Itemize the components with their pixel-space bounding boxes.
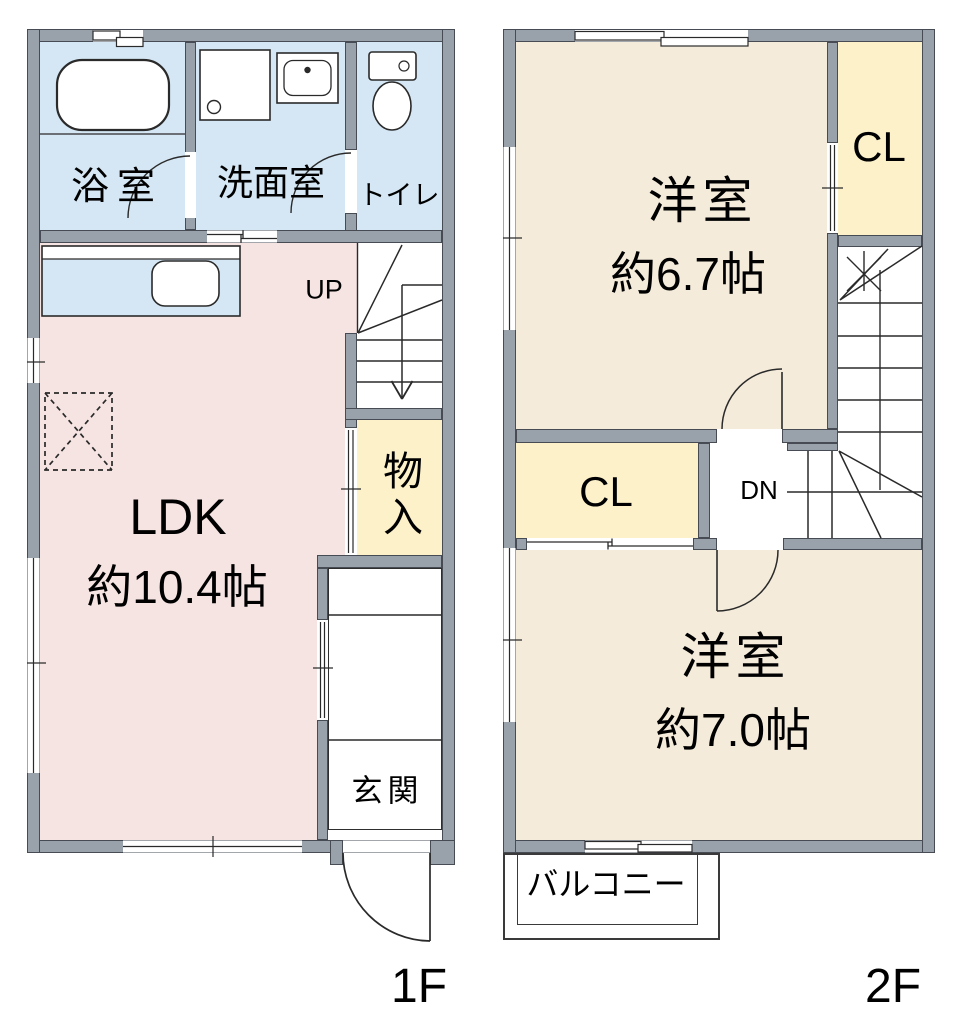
wall-closetA-bottom [838, 235, 922, 247]
entrance-corridor [328, 568, 442, 830]
closetB-label: CL [579, 468, 633, 515]
room-bedroom-b [516, 550, 922, 840]
wall-corridor-left-lower [317, 720, 328, 840]
wall-bedroomA-bottom-left [516, 429, 717, 443]
ldk-size-label: 約10.4帖 [86, 561, 268, 613]
wall-stairs-storage [345, 408, 442, 420]
bedroomB-name-label: 洋室 [680, 629, 791, 685]
entrance-jamb-right [430, 840, 455, 865]
wall-stair-stub [787, 443, 838, 451]
ldk-name-label: LDK [129, 489, 227, 545]
balcony-inner-rail [517, 853, 698, 925]
bedroomA-size-label: 約6.7帖 [610, 248, 766, 300]
room-storage [357, 420, 442, 555]
wall-stairs-left [345, 333, 357, 428]
room-closet-b [516, 443, 698, 538]
bedroomB-size-label: 約7.0帖 [655, 704, 811, 756]
wall-bedroomA-stairs [827, 233, 838, 429]
storage-label: 物入 [377, 450, 421, 542]
wall-midband-right [783, 538, 922, 550]
wall-bath-washroom [185, 42, 196, 230]
entrance-label: 玄関 [351, 773, 424, 809]
stairs-up-label: UP [305, 274, 343, 305]
room-ldk-lower [40, 568, 317, 840]
stairs-dn-label: DN [740, 475, 778, 505]
floor1-label: 1F [390, 960, 448, 1013]
f2-outer-wall-right [922, 29, 935, 853]
wall-closetB-right [698, 443, 710, 538]
wall-washroom-toilet-upper [345, 42, 357, 150]
toilet-label: トイレ [358, 180, 440, 211]
balcony-label: バルコニー [526, 866, 686, 902]
wall-bedroomA-bottom-right [782, 429, 838, 443]
bath-label: 浴室 [70, 166, 164, 208]
room-bedroom-a [516, 42, 827, 429]
wall-corridor-left-upper [317, 568, 328, 620]
wall-storage-bottom [317, 555, 442, 568]
wall-midband-center [693, 538, 717, 550]
floor2-label: 2F [864, 960, 922, 1013]
entrance-jamb-left [330, 840, 343, 865]
room-closet-a [838, 42, 922, 235]
bedroomA-name-label: 洋室 [647, 173, 758, 229]
wall-bedroomA-closetA-upper [827, 42, 838, 143]
balcony-outline [503, 853, 720, 940]
washroom-label: 洗面室 [216, 162, 326, 203]
closetA-label: CL [852, 123, 906, 170]
wall-midband-left [516, 538, 527, 550]
kitchen-counter-top [42, 246, 240, 259]
